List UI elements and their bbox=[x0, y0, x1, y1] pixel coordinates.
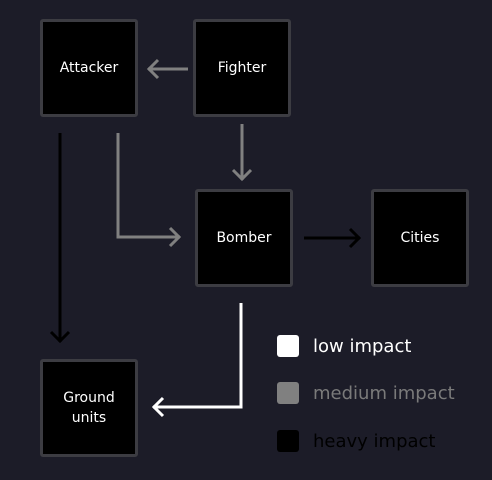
node-fighter: Fighter bbox=[193, 19, 291, 117]
legend-item-heavy-impact: heavy impact bbox=[277, 429, 435, 453]
node-label: Bomber bbox=[216, 230, 272, 246]
node-label: Ground units bbox=[63, 390, 115, 426]
legend-swatch-low bbox=[277, 335, 299, 357]
node-attacker: Attacker bbox=[40, 19, 138, 117]
edge-attacker-bomber bbox=[116, 133, 182, 248]
node-label: Cities bbox=[400, 230, 440, 246]
node-bomber: Bomber bbox=[195, 189, 293, 287]
node-label: Attacker bbox=[59, 60, 119, 76]
edge-attacker-ground bbox=[49, 133, 71, 344]
node-cities: Cities bbox=[371, 189, 469, 287]
edge-fighter-attacker bbox=[146, 58, 188, 80]
edge-bomber-cities bbox=[304, 227, 362, 249]
legend-label: medium impact bbox=[313, 382, 455, 404]
legend-item-low-impact: low impact bbox=[277, 334, 411, 358]
legend-swatch-heavy bbox=[277, 430, 299, 452]
edge-bomber-ground bbox=[151, 303, 243, 418]
legend-label: low impact bbox=[313, 335, 412, 357]
node-label: Fighter bbox=[217, 60, 267, 76]
legend-label: heavy impact bbox=[313, 430, 436, 452]
legend-item-medium-impact: medium impact bbox=[277, 381, 455, 405]
node-ground-units: Ground units bbox=[40, 359, 138, 457]
legend-swatch-medium bbox=[277, 382, 299, 404]
edge-fighter-bomber bbox=[231, 124, 253, 182]
